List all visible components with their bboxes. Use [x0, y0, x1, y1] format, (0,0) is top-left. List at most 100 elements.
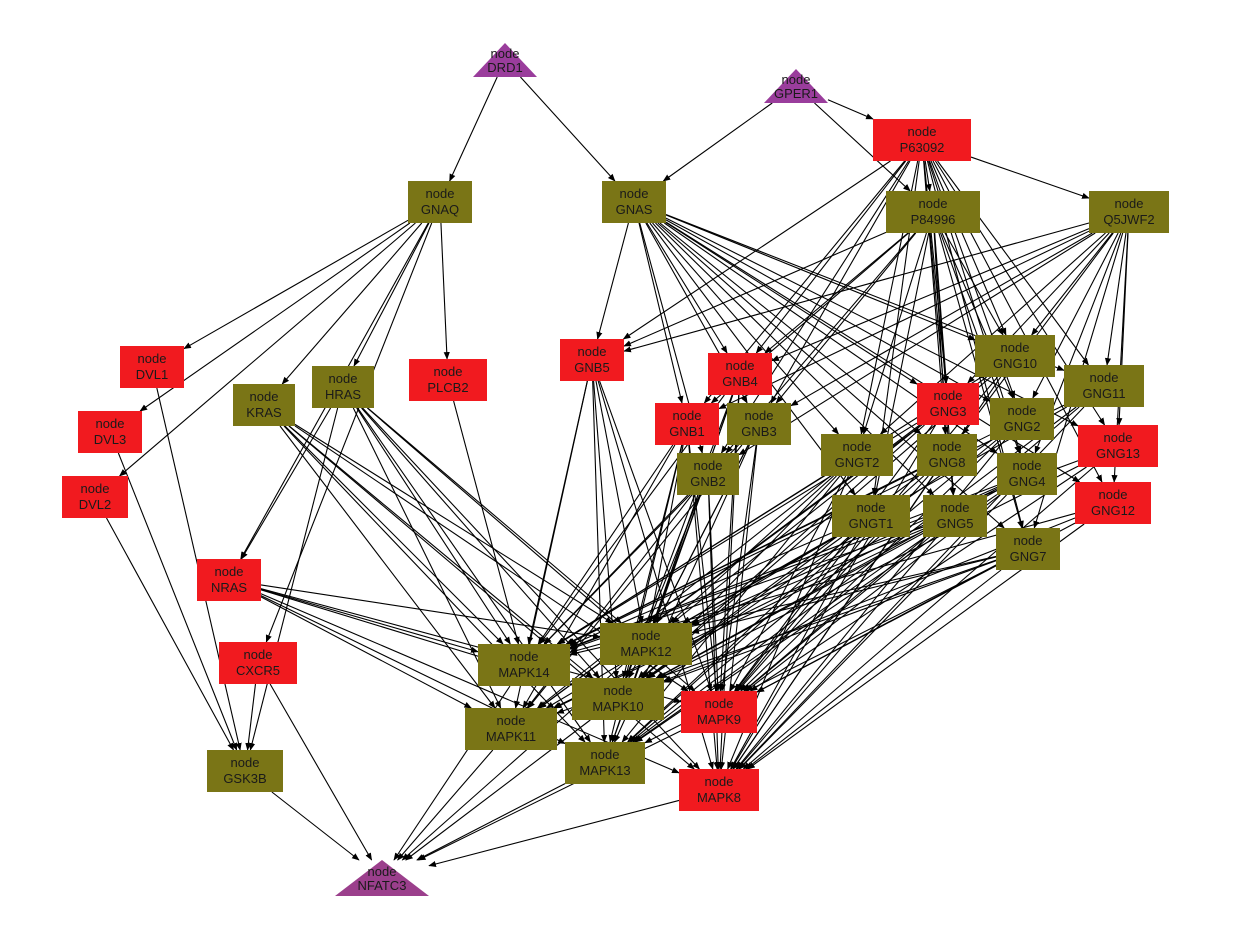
node-id-label: NFATC3 [358, 878, 407, 893]
edge-p63092-to-p84996 [924, 160, 932, 192]
edge-kras-to-mapk10 [288, 425, 594, 679]
node-id-label: GPER1 [774, 86, 818, 101]
edge-hras-to-gsk3b [249, 407, 339, 751]
rect-node-shape [600, 623, 692, 665]
edge-gnb3-to-mapk9 [719, 444, 757, 692]
rect-node-shape [78, 411, 142, 453]
rect-node-shape [873, 119, 971, 161]
edge-gnaq-to-plcb2 [440, 222, 450, 360]
edge-dvl2-to-gsk3b [106, 517, 234, 751]
node-prefix-label: node [250, 389, 279, 404]
edge-q5jwf2-to-gnb5 [623, 222, 1090, 353]
edge-mapk10-to-nfatc3 [405, 719, 591, 861]
rect-node-shape [679, 769, 759, 811]
node-prefix-label: node [919, 196, 948, 211]
node-prefix-label: node [843, 439, 872, 454]
node-id-label: GNG4 [1009, 474, 1046, 489]
edge-gngt1-to-mapk13 [627, 536, 849, 743]
edge-gnaq-to-dvl2 [118, 222, 416, 477]
node-id-label: GNG10 [993, 356, 1037, 371]
edge-gnaq-to-cxcr5 [265, 222, 433, 643]
edge-kras-to-mapk11 [279, 425, 496, 709]
node-id-label: DRD1 [487, 60, 522, 75]
node-id-label: DVL3 [94, 432, 127, 447]
rect-node-shape [602, 181, 666, 223]
node-id-label: GNAQ [421, 202, 459, 217]
edge-gng5-to-mapk9 [743, 536, 931, 692]
edge-gng5-to-mapk10 [655, 532, 924, 679]
edge-gng2-to-mapk10 [647, 439, 993, 679]
node-id-label: MAPK10 [592, 699, 643, 714]
edge-q5jwf2-to-gnb1 [718, 230, 1090, 410]
node-prefix-label: node [933, 439, 962, 454]
node-id-label: GNB3 [741, 424, 776, 439]
node-id-label: GNAS [616, 202, 653, 217]
edge-p63092-to-gnb4 [755, 160, 907, 354]
node-id-label: GNG8 [929, 455, 966, 470]
edge-p63092-to-q5jwf2 [970, 156, 1090, 199]
rect-node-shape [312, 366, 374, 408]
rect-node-shape [560, 339, 624, 381]
edge-gnas-to-gngt2 [652, 222, 839, 435]
rect-node-shape [207, 750, 283, 792]
rect-node-shape [197, 559, 261, 601]
node-id-label: MAPK8 [697, 790, 741, 805]
triangle-node-shape [335, 860, 429, 896]
node-prefix-label: node [694, 458, 723, 473]
edge-gng7-to-mapk10 [663, 560, 997, 683]
node-id-label: MAPK12 [620, 644, 671, 659]
rect-node-shape [408, 181, 472, 223]
rect-node-shape [655, 403, 719, 445]
rect-node-shape [219, 642, 297, 684]
node-prefix-label: node [244, 647, 273, 662]
rect-node-shape [975, 335, 1055, 377]
edge-gng5-to-mapk12 [691, 528, 924, 626]
edge-kras-to-mapk14 [284, 425, 504, 645]
edge-kras-to-mapk12 [294, 423, 614, 624]
edge-gng5-to-mapk8 [736, 536, 938, 770]
node-prefix-label: node [1001, 340, 1030, 355]
edge-hras-to-mapk12 [367, 407, 622, 624]
